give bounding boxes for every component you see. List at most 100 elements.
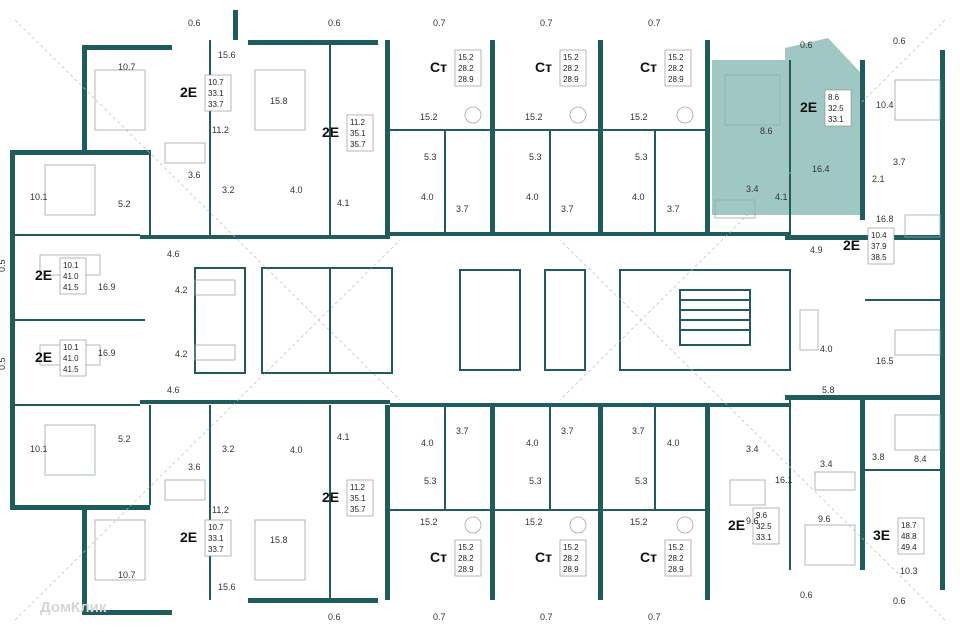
unit-area-total: 48.8 bbox=[901, 532, 917, 541]
room-area-label: 3.7 bbox=[893, 157, 906, 167]
unit-area-box bbox=[897, 517, 925, 555]
room-area-label: 3.7 bbox=[456, 204, 469, 214]
unit-area-total: 32.5 bbox=[828, 104, 844, 113]
unit-area-total: 28.2 bbox=[458, 554, 474, 563]
room-area-label: 15.2 bbox=[630, 517, 648, 527]
room-area-label: 2.1 bbox=[872, 174, 885, 184]
unit-type-label: Ст bbox=[430, 549, 447, 565]
room-area-label: 0.6 bbox=[328, 612, 341, 622]
unit-area-box bbox=[752, 507, 780, 545]
room-area-label: 5.3 bbox=[424, 152, 437, 162]
unit-area-gross: 41.5 bbox=[63, 283, 79, 292]
unit-area-box bbox=[454, 49, 482, 87]
room-area-label: 4.0 bbox=[820, 344, 833, 354]
room-area-label: 3.7 bbox=[561, 426, 574, 436]
unit-area-gross: 33.7 bbox=[208, 545, 224, 554]
room-area-label: 3.4 bbox=[746, 184, 759, 194]
room-area-label: 0.7 bbox=[648, 18, 661, 28]
unit-area-box bbox=[59, 257, 87, 295]
unit-type-label: Ст bbox=[640, 549, 657, 565]
watermark: ДомКлик bbox=[40, 599, 107, 616]
unit-area-living: 15.2 bbox=[458, 543, 474, 552]
unit-type-label: 2Е bbox=[800, 99, 817, 115]
unit-area-living: 10.7 bbox=[208, 523, 224, 532]
unit-area-total: 28.2 bbox=[668, 64, 684, 73]
unit-area-gross: 28.9 bbox=[668, 565, 684, 574]
unit-type-label: 2Е bbox=[180, 529, 197, 545]
unit-area-gross: 33.7 bbox=[208, 100, 224, 109]
room-area-label: 3.7 bbox=[561, 204, 574, 214]
room-area-label: 5.3 bbox=[635, 152, 648, 162]
unit-type-label: Ст bbox=[535, 549, 552, 565]
room-area-label: 4.1 bbox=[337, 198, 350, 208]
room-area-label: 0.5 bbox=[0, 357, 7, 370]
unit-badge[interactable]: 2Е9.632.533.1 bbox=[728, 507, 780, 545]
unit-area-total: 28.2 bbox=[563, 554, 579, 563]
unit-area-living: 8.6 bbox=[828, 93, 840, 102]
unit-area-living: 15.2 bbox=[563, 543, 579, 552]
unit-area-box bbox=[204, 519, 232, 557]
room-area-label: 4.6 bbox=[167, 385, 180, 395]
room-area-label: 16.9 bbox=[98, 348, 116, 358]
room-area-label: 4.9 bbox=[810, 245, 823, 255]
room-area-label: 10.7 bbox=[118, 570, 136, 580]
room-area-label: 4.6 bbox=[167, 249, 180, 259]
room-area-label: 4.1 bbox=[775, 192, 788, 202]
room-area-label: 15.2 bbox=[630, 112, 648, 122]
room-area-label: 3.4 bbox=[820, 459, 833, 469]
room-area-label: 3.6 bbox=[188, 170, 201, 180]
unit-area-box bbox=[59, 339, 87, 377]
unit-area-gross: 35.7 bbox=[350, 505, 366, 514]
unit-area-box bbox=[559, 539, 587, 577]
room-area-label: 15.2 bbox=[420, 112, 438, 122]
room-area-label: 5.3 bbox=[635, 476, 648, 486]
room-area-label: 10.4 bbox=[876, 100, 894, 110]
unit-area-gross: 38.5 bbox=[871, 253, 887, 262]
outer-walls bbox=[10, 10, 945, 615]
room-area-label: 0.7 bbox=[648, 612, 661, 622]
unit-area-gross: 35.7 bbox=[350, 140, 366, 149]
room-area-label: 5.3 bbox=[529, 152, 542, 162]
unit-badge[interactable]: 2Е8.632.533.1 bbox=[800, 89, 852, 127]
unit-area-gross: 28.9 bbox=[668, 75, 684, 84]
unit-area-box bbox=[664, 539, 692, 577]
room-area-label: 15.2 bbox=[525, 112, 543, 122]
unit-badge[interactable]: Ст 15.2 28.2 28.9 bbox=[430, 539, 482, 577]
unit-area-living: 15.2 bbox=[668, 543, 684, 552]
room-area-label: 0.6 bbox=[893, 36, 906, 46]
unit-area-gross: 28.9 bbox=[458, 565, 474, 574]
room-area-label: 0.6 bbox=[328, 18, 341, 28]
unit-area-total: 41.0 bbox=[63, 272, 79, 281]
room-area-label: 4.0 bbox=[526, 438, 539, 448]
unit-type-label: 2Е bbox=[843, 237, 860, 253]
unit-area-box bbox=[204, 74, 232, 112]
room-area-label: 5.8 bbox=[822, 385, 835, 395]
room-area-label: 0.7 bbox=[433, 612, 446, 622]
interior-walls bbox=[15, 40, 940, 600]
room-area-label: 4.2 bbox=[175, 285, 188, 295]
room-area-label: 4.0 bbox=[526, 192, 539, 202]
room-area-label: 11.2 bbox=[212, 505, 229, 515]
room-area-label: 9.6 bbox=[746, 516, 759, 526]
room-area-label: 8.4 bbox=[914, 454, 927, 464]
room-area-label: 4.0 bbox=[421, 192, 434, 202]
building-core bbox=[194, 267, 791, 374]
highlighted-apartment[interactable] bbox=[712, 38, 860, 215]
room-area-label: 3.2 bbox=[222, 185, 235, 195]
unit-area-box bbox=[824, 89, 852, 127]
unit-area-gross: 28.9 bbox=[563, 75, 579, 84]
